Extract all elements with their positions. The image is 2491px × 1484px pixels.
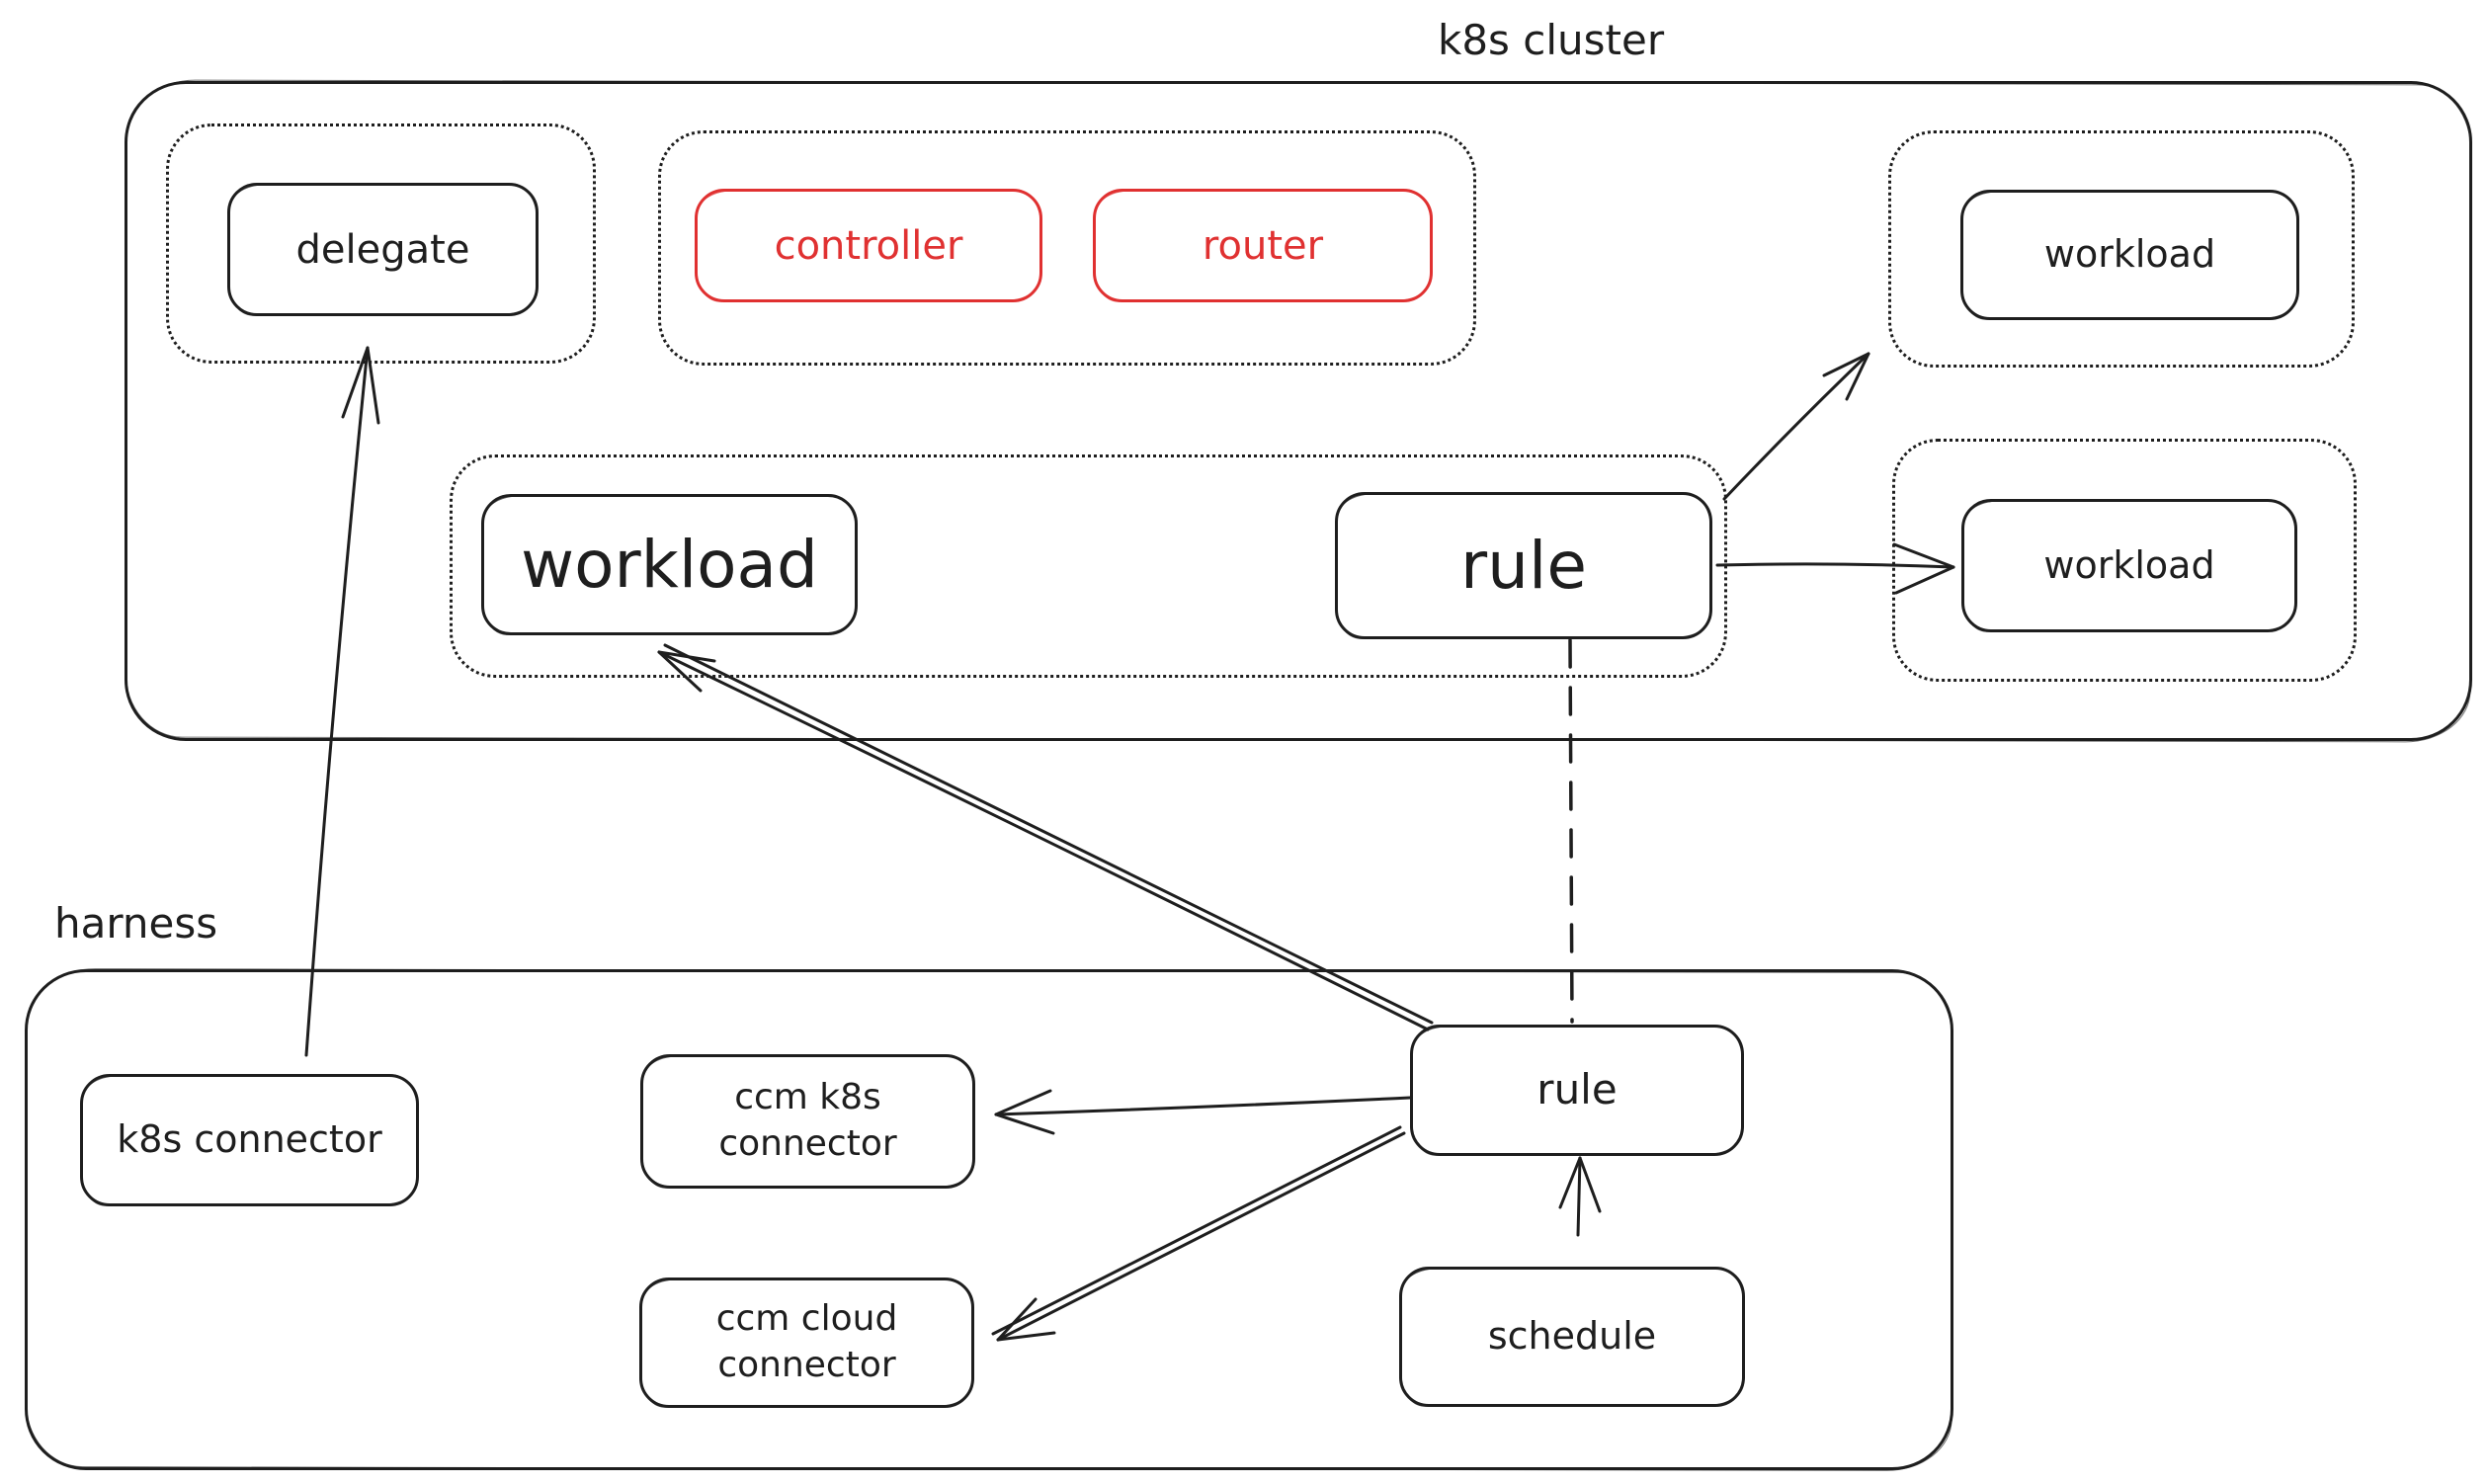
schedule-node: schedule — [1399, 1267, 1745, 1407]
harness-label: harness — [54, 899, 218, 948]
ccm-cloud-connector-node: ccm cloud connector — [639, 1278, 974, 1408]
controller-router-dotted-group — [658, 130, 1476, 366]
controller-node: controller — [695, 189, 1042, 302]
delegate-dotted-group — [166, 124, 596, 364]
workload-right-node: workload — [1961, 499, 2297, 632]
router-node: router — [1093, 189, 1433, 302]
rule-k8s-node: rule — [1335, 492, 1712, 639]
workload-top-right-dotted-group — [1888, 130, 2355, 368]
delegate-node: delegate — [227, 183, 539, 316]
workload-top-right-node: workload — [1960, 190, 2299, 320]
ccm-k8s-connector-node: ccm k8s connector — [640, 1054, 975, 1189]
k8s-connector-node: k8s connector — [80, 1074, 419, 1206]
workload-middle-node: workload — [481, 494, 858, 635]
k8s-cluster-label: k8s cluster — [1438, 16, 1665, 64]
rule-harness-node: rule — [1410, 1025, 1744, 1156]
